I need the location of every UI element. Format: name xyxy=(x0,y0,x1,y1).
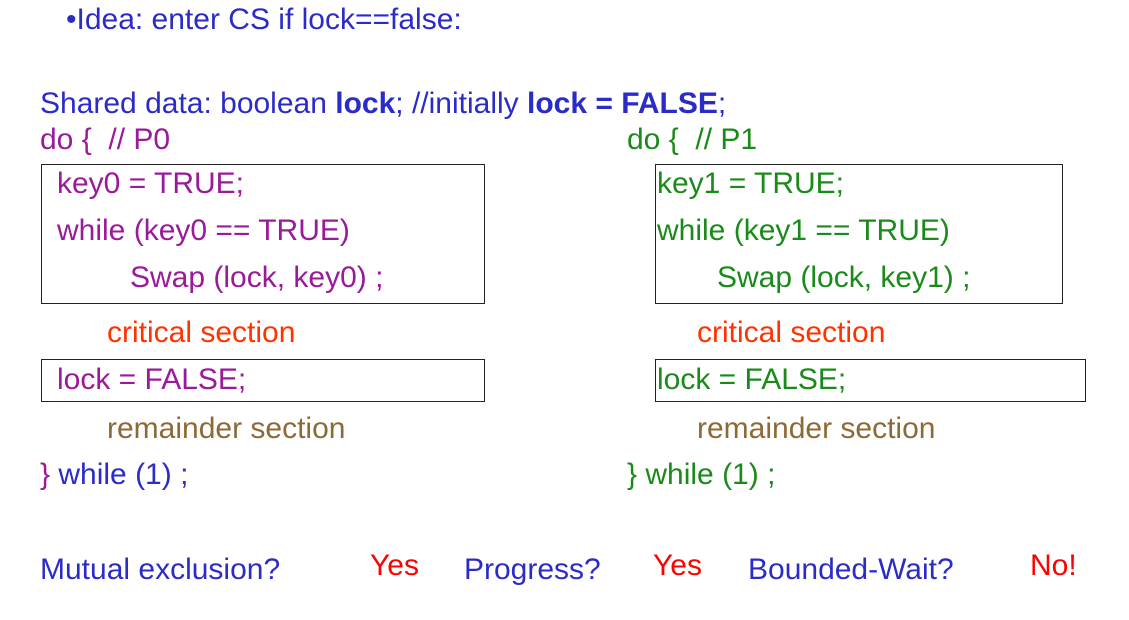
p1-exit-line: lock = FALSE; xyxy=(657,363,847,396)
p0-entry-line-2: while (key0 == TRUE) xyxy=(57,214,350,247)
p0-footer: } while (1) ; xyxy=(40,457,188,493)
mutual-exclusion-answer: Yes xyxy=(370,549,419,582)
shared-mid: ; //initially xyxy=(395,87,527,120)
shared-data-line: Shared data: boolean lock; //initially l… xyxy=(40,86,726,122)
p1-exit-box xyxy=(655,359,1086,402)
p1-footer-brace: } xyxy=(627,458,638,491)
mutual-exclusion-question: Mutual exclusion? xyxy=(40,553,281,586)
bounded-wait-answer: No! xyxy=(1030,549,1077,582)
p0-remainder-section: remainder section xyxy=(107,412,346,445)
p1-entry-line-3: Swap (lock, key1) ; xyxy=(717,261,971,294)
progress-question: Progress? xyxy=(464,553,601,586)
shared-lock: lock xyxy=(335,87,396,120)
p1-footer: } while (1) ; xyxy=(627,457,775,493)
p0-critical-section: critical section xyxy=(107,316,296,349)
bounded-wait-question: Bounded-Wait? xyxy=(748,553,954,586)
p1-critical-section: critical section xyxy=(697,316,886,349)
p0-exit-box xyxy=(41,359,485,402)
p1-entry-box xyxy=(655,164,1063,304)
p1-entry-line-2: while (key1 == TRUE) xyxy=(657,214,950,247)
p0-entry-line-1: key0 = TRUE; xyxy=(57,167,245,200)
p1-remainder-section: remainder section xyxy=(697,412,936,445)
p0-entry-line-3: Swap (lock, key0) ; xyxy=(130,261,384,294)
progress-answer: Yes xyxy=(653,549,702,582)
p1-entry-line-1: key1 = TRUE; xyxy=(657,167,845,200)
p1-header: do { // P1 xyxy=(627,123,758,156)
p0-header: do { // P0 xyxy=(40,123,171,156)
shared-suffix: ; xyxy=(717,87,727,120)
p1-footer-rest: while (1) ; xyxy=(637,458,776,491)
shared-init: lock = FALSE xyxy=(527,87,718,120)
shared-prefix: Shared data: boolean xyxy=(40,87,336,120)
p0-footer-rest: while (1) ; xyxy=(50,458,189,491)
p0-footer-brace: } xyxy=(40,458,51,491)
idea-text: •Idea: enter CS if lock==false: xyxy=(66,3,462,36)
p0-entry-box xyxy=(41,164,485,304)
p0-exit-line: lock = FALSE; xyxy=(57,363,247,396)
